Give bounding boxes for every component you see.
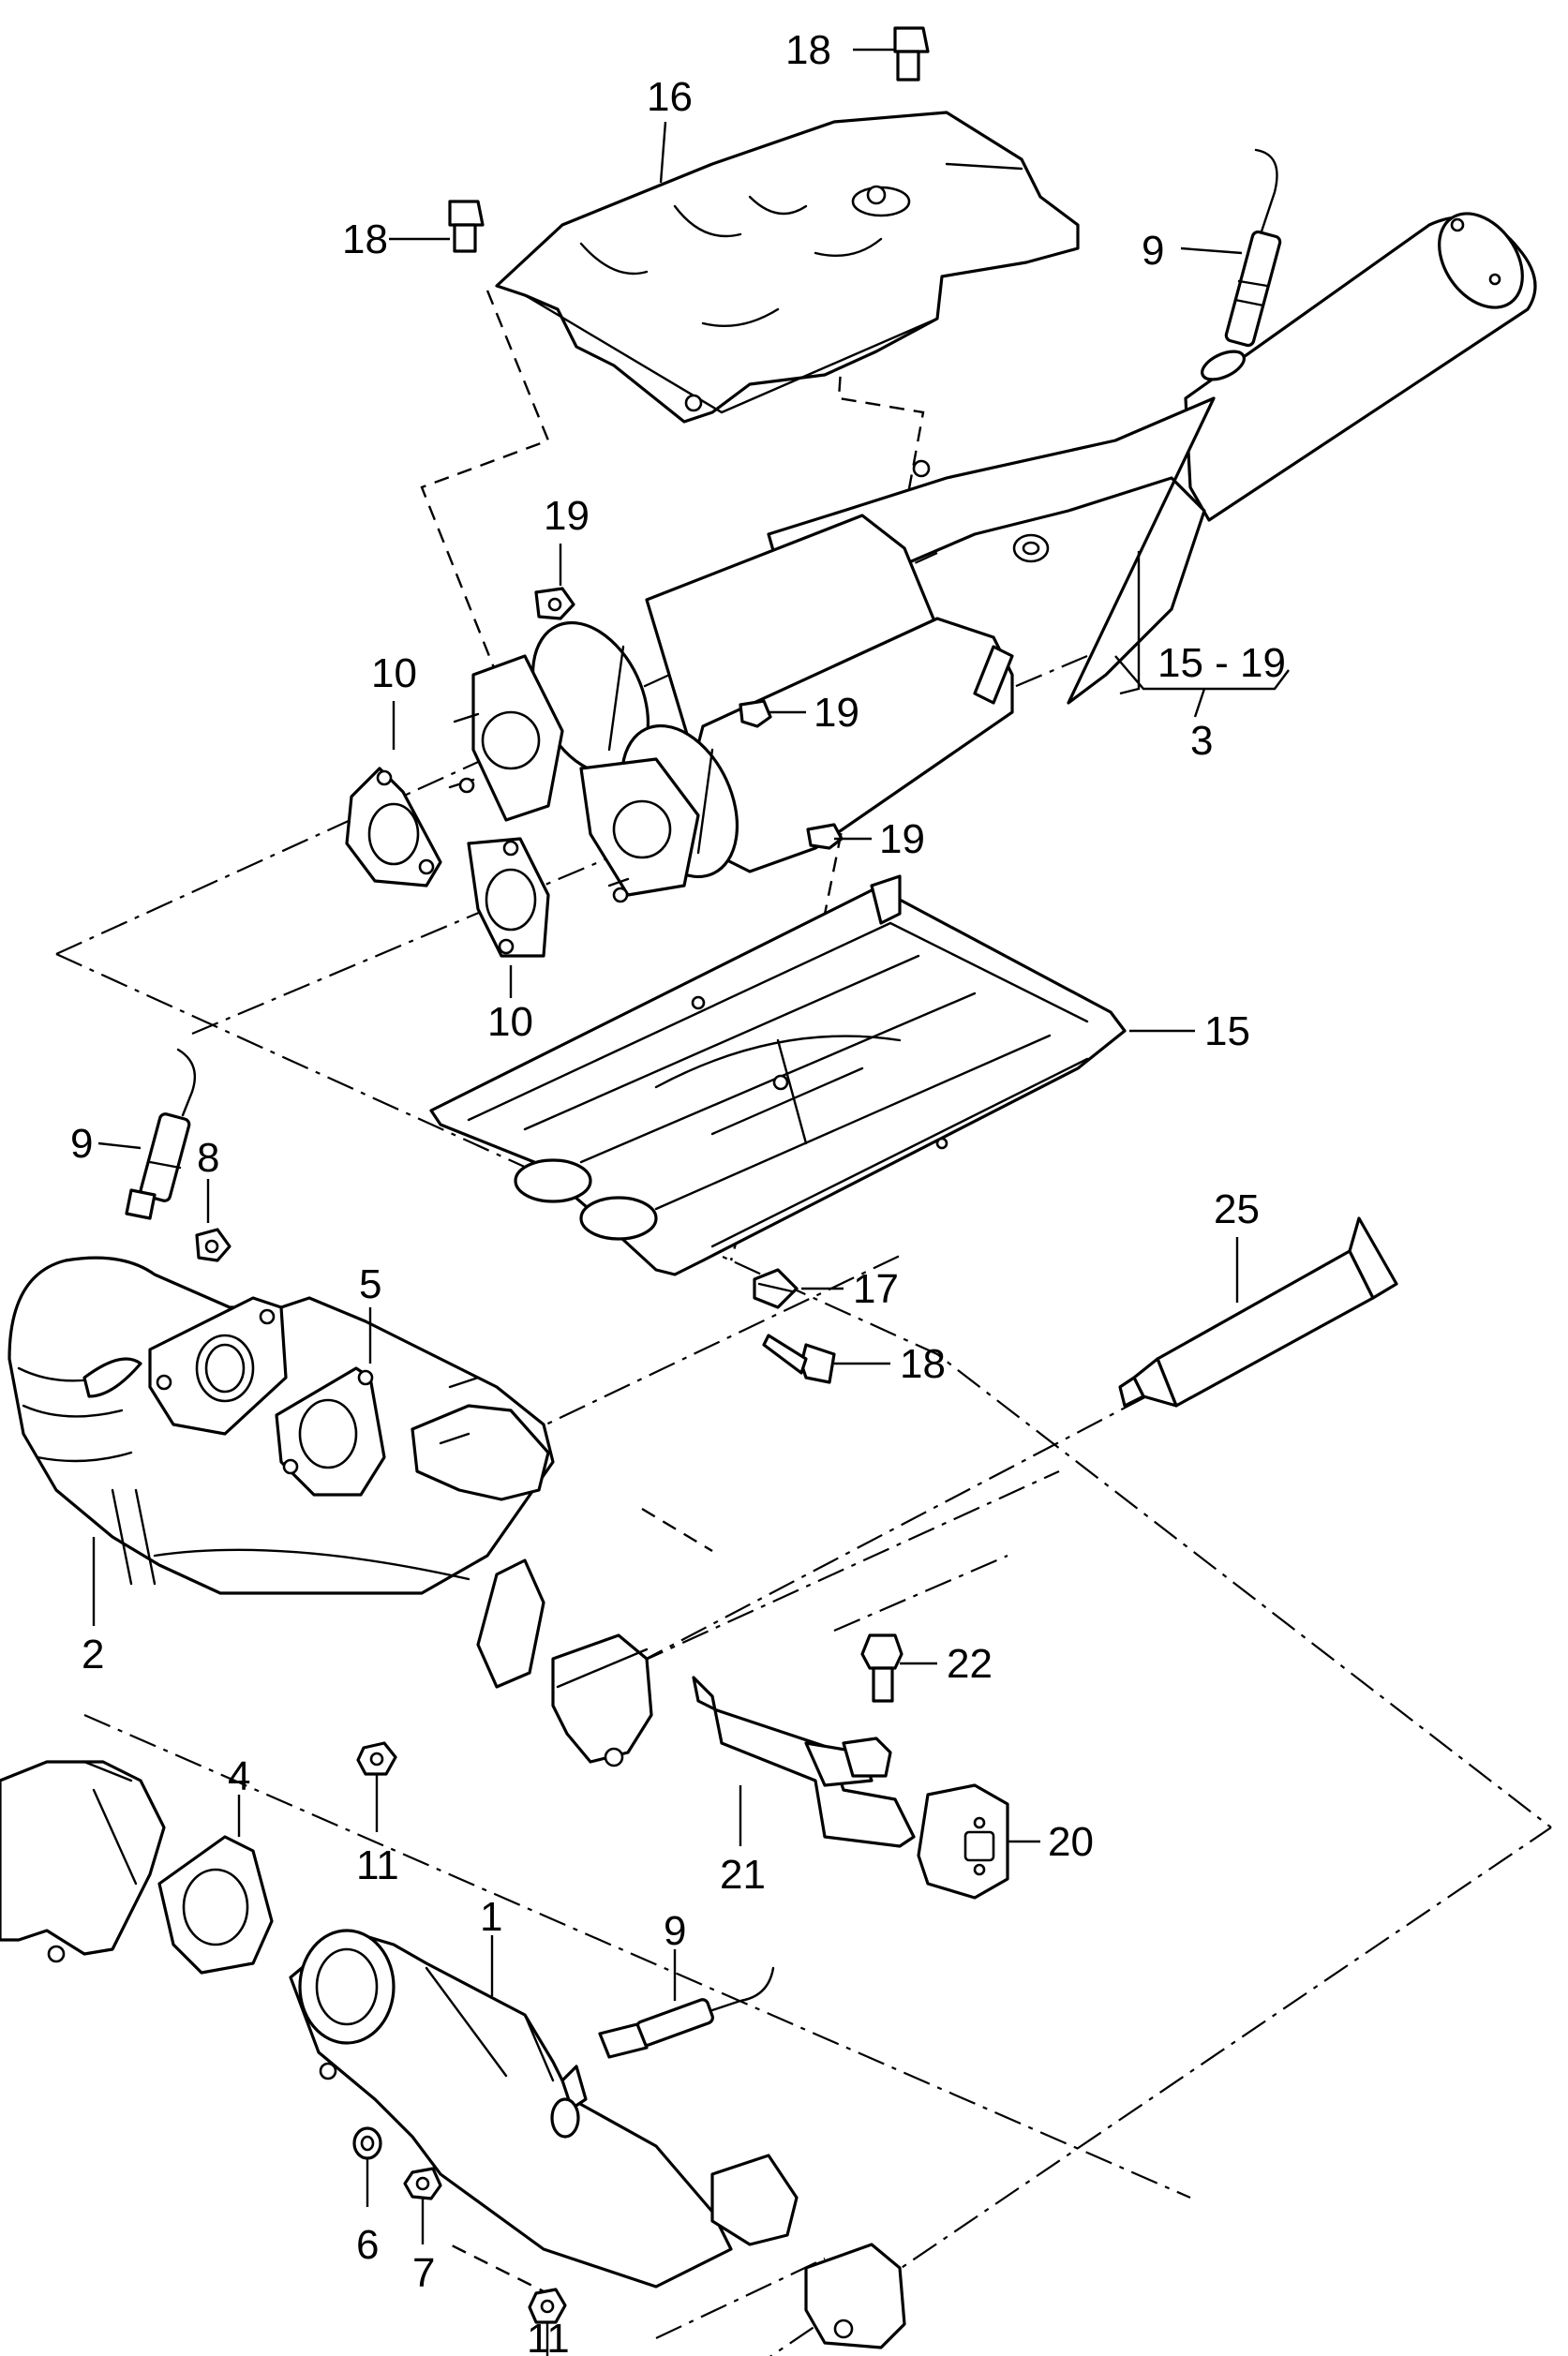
callout-9-bottom: 9 [664, 1908, 686, 1954]
nut-19-mid [739, 699, 772, 728]
gasket-4 [157, 1835, 274, 1975]
bracket-21 [692, 1676, 916, 1848]
callout-18-top: 18 [785, 27, 831, 73]
intermediate-pipe [0, 1760, 166, 1963]
callout-19-mid: 19 [814, 690, 859, 736]
callout-10-lower: 10 [487, 999, 533, 1045]
callout-17: 17 [853, 1266, 899, 1312]
nut-11-mid [356, 1741, 397, 1776]
callout-22: 22 [947, 1641, 993, 1687]
callout-6: 6 [356, 2222, 379, 2268]
washer-6 [352, 2126, 382, 2160]
nut-11-bottom [528, 2288, 567, 2324]
front-y-pipe [7, 1256, 653, 1767]
callout-7: 7 [412, 2250, 435, 2296]
gasket-lower [467, 837, 550, 958]
callout-19-lower: 19 [879, 816, 925, 862]
nut-19-lower [806, 823, 844, 850]
bolt-18-top [893, 26, 930, 82]
callout-3: 3 [1190, 718, 1213, 764]
gasket-upper [345, 767, 442, 887]
callout-15: 15 [1204, 1008, 1250, 1054]
oxygen-sensor-bottom [550, 1966, 775, 2139]
rubber-mount-20 [917, 1783, 1009, 1900]
front-exhaust-pipe [289, 1929, 906, 2349]
bolt-18-left [448, 200, 485, 253]
callout-21: 21 [720, 1852, 766, 1898]
callout-2: 2 [82, 1632, 104, 1678]
bolt-18-mid [762, 1334, 836, 1384]
callout-16: 16 [647, 74, 693, 120]
clip-17 [753, 1268, 799, 1309]
callout-11-mid: 11 [356, 1842, 399, 1888]
callout-11-bottom: 11 [527, 2316, 570, 2356]
callout-15-19: 15 - 19 [1157, 640, 1286, 686]
nut-7 [403, 2167, 442, 2200]
oxygen-sensor-left [125, 1048, 197, 1220]
leader-lines [92, 48, 1290, 2356]
lower-heat-shield [429, 874, 1127, 1276]
callout-18-left: 18 [342, 216, 388, 262]
callout-20: 20 [1048, 1819, 1094, 1865]
callout-9-top: 9 [1142, 228, 1164, 274]
bolt-22 [860, 1633, 903, 1703]
nut-8 [195, 1228, 231, 1262]
callout-18-mid: 18 [900, 1341, 946, 1387]
upper-heat-shield [495, 111, 1080, 424]
nut-19-upper [534, 587, 575, 620]
sealant-tube [1118, 1216, 1398, 1408]
callout-9-left: 9 [70, 1121, 93, 1167]
oxygen-sensor-top [1201, 148, 1282, 381]
callout-25: 25 [1214, 1186, 1260, 1232]
callout-4: 4 [228, 1753, 250, 1799]
callout-8: 8 [197, 1135, 219, 1181]
callout-1: 1 [480, 1894, 502, 1940]
gasket-5 [275, 1366, 386, 1497]
callout-labels: 18 16 18 9 19 15 - 19 10 19 3 19 10 15 9… [70, 27, 1286, 2356]
catalytic-converter-assembly [448, 212, 1537, 903]
callout-5: 5 [359, 1261, 381, 1307]
callout-10-upper: 10 [371, 650, 417, 696]
callout-19-upper: 19 [544, 493, 590, 539]
